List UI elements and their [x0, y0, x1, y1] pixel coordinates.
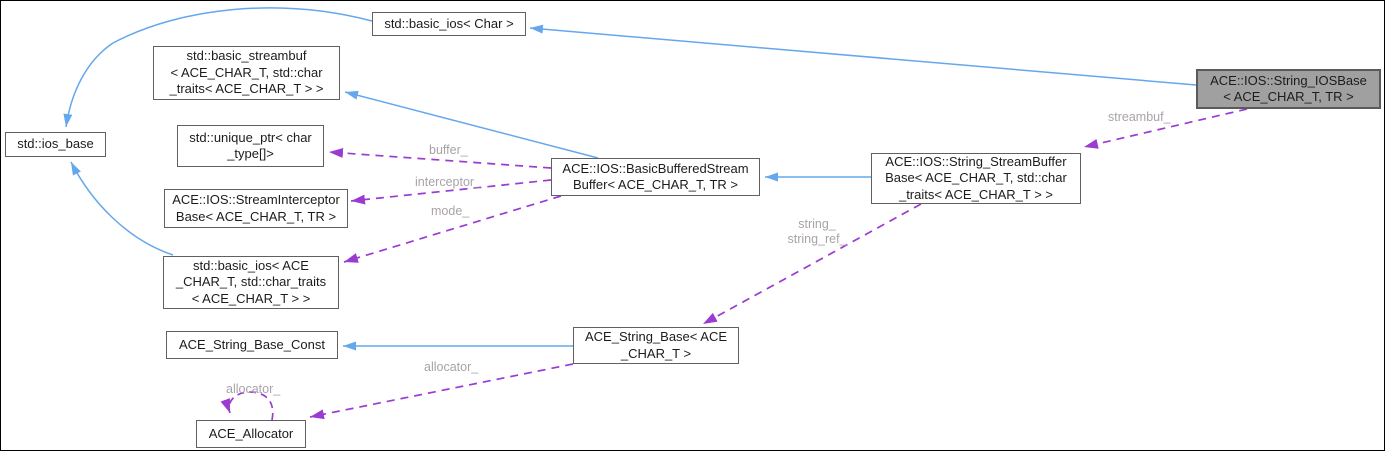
- edge-label-string-string-ref: string_ string_ref_: [787, 217, 847, 246]
- edge-usage-allocator-self-loop: [220, 391, 274, 421]
- edge-label-buffer: buffer_: [429, 143, 468, 157]
- edge-usage-interceptor: [350, 179, 552, 205]
- edge-usage-allocator: [309, 363, 574, 420]
- class-node-std-basic-ios-ace-char[interactable]: std::basic_ios< ACE _CHAR_T, std::char_t…: [163, 256, 339, 309]
- edge-inherit-buffered-to-basic-streambuf: [344, 90, 599, 159]
- class-node-basic-buffered-stream-buffer[interactable]: ACE::IOS::BasicBufferedStream Buffer< AC…: [551, 158, 760, 196]
- class-node-string-stream-buffer-base[interactable]: ACE::IOS::String_StreamBuffer Base< ACE_…: [871, 153, 1081, 204]
- class-node-std-unique-ptr[interactable]: std::unique_ptr< char _type[]>: [177, 125, 324, 167]
- edge-label-interceptor: interceptor_: [415, 175, 482, 189]
- edge-label-mode: mode_: [431, 204, 470, 218]
- edge-label-streambuf: streambuf_: [1108, 110, 1171, 124]
- class-node-std-basic-streambuf[interactable]: std::basic_streambuf < ACE_CHAR_T, std::…: [153, 46, 340, 100]
- edge-inherit-basic-ios-char-to-ios-base: [63, 7, 373, 128]
- class-node-std-ios-base[interactable]: std::ios_base: [5, 132, 106, 157]
- class-node-ace-allocator[interactable]: ACE_Allocator: [196, 420, 306, 448]
- edge-inherit-string-iosbase-to-basic-ios-char: [529, 24, 1197, 86]
- class-node-stream-interceptor-base[interactable]: ACE::IOS::StreamInterceptor Base< ACE_CH…: [164, 189, 348, 228]
- class-node-string-iosbase-current: ACE::IOS::String_IOSBase < ACE_CHAR_T, T…: [1196, 69, 1381, 109]
- class-node-ace-string-base-const[interactable]: ACE_String_Base_Const: [166, 331, 338, 359]
- edge-label-allocator-self: allocator_: [226, 382, 281, 396]
- class-node-ace-string-base[interactable]: ACE_String_Base< ACE _CHAR_T >: [573, 327, 739, 364]
- class-node-std-basic-ios-char[interactable]: std::basic_ios< Char >: [372, 12, 526, 36]
- edge-usage-buffer: [328, 148, 552, 169]
- edge-inherit-basic-ios-ace-to-ios-base: [70, 161, 174, 256]
- edge-label-allocator: allocator_: [424, 360, 479, 374]
- edge-usage-mode: [343, 195, 562, 263]
